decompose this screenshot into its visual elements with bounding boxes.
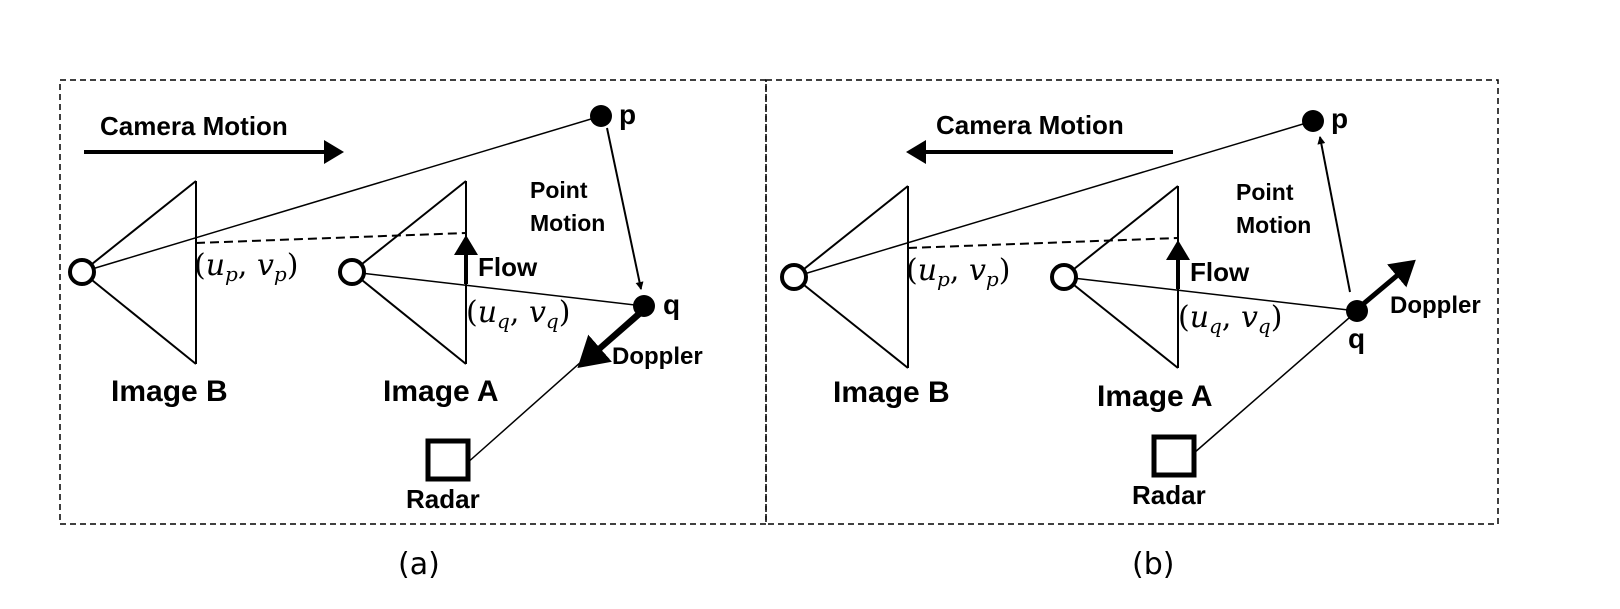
ray-a-to-q <box>351 271 645 307</box>
doppler-label: Doppler <box>1390 292 1481 319</box>
coord-q: (uq, vq) <box>466 295 570 333</box>
panel-a-frame <box>59 79 767 525</box>
doppler-arrow <box>577 307 646 368</box>
radar-line-of-sight <box>1193 310 1358 454</box>
camera-b-frustum-bottom <box>81 271 197 365</box>
doppler-arrow <box>1360 259 1416 307</box>
caption-a: (a) <box>398 547 440 582</box>
image-b-label: Image B <box>111 375 228 408</box>
point-p-label: p <box>619 99 636 130</box>
caption-b: (b) <box>1132 547 1174 582</box>
camera-a-center <box>1050 263 1078 291</box>
coord-q: (uq, vq) <box>1178 300 1282 338</box>
camera-a-center <box>338 258 366 286</box>
radar-label: Radar <box>406 484 480 514</box>
ray-a-to-q <box>1063 276 1358 312</box>
point-p <box>1302 110 1324 132</box>
radar-box <box>425 438 471 482</box>
projection-dashed-line <box>195 232 467 244</box>
flow-label: Flow <box>1190 257 1250 287</box>
camera-b-frustum-top <box>793 185 909 278</box>
camera-motion-label: Camera Motion <box>936 110 1124 140</box>
point-motion-label-line2: Motion <box>1236 212 1311 238</box>
point-p-label: p <box>1331 103 1348 134</box>
coord-p: (up, vp) <box>906 253 1010 291</box>
radar-box <box>1151 434 1197 478</box>
camera-a-frustum-top <box>351 180 467 273</box>
point-motion-label-line2: Motion <box>530 210 605 236</box>
coord-p: (up, vp) <box>194 248 298 286</box>
camera-a-frustum-bottom <box>351 271 467 365</box>
point-motion-arrow <box>606 127 644 290</box>
point-motion-arrow <box>1317 136 1351 293</box>
doppler-label: Doppler <box>612 343 703 370</box>
point-q-label: q <box>1348 323 1365 354</box>
camera-a-frustum-top <box>1063 185 1179 278</box>
camera-a-frustum-bottom <box>1063 276 1179 369</box>
flow-label: Flow <box>478 252 538 282</box>
image-b-label: Image B <box>833 376 950 409</box>
point-motion-label-line1: Point <box>1236 179 1294 205</box>
image-a-label: Image A <box>1097 380 1213 413</box>
point-p <box>590 105 612 127</box>
ray-b-to-p <box>793 120 1314 278</box>
radar-label: Radar <box>1132 480 1206 510</box>
point-motion-label-line1: Point <box>530 177 588 203</box>
projection-dashed-line <box>907 237 1179 249</box>
panel-b-frame <box>765 79 1499 525</box>
panel-a: Camera Motion Flow p Point Motion q Dopp… <box>68 99 703 582</box>
camera-b-frustum-bottom <box>793 276 909 369</box>
camera-motion-label: Camera Motion <box>100 111 288 141</box>
camera-b-center <box>68 258 96 286</box>
point-q-label: q <box>663 289 680 320</box>
camera-b-center <box>780 263 808 291</box>
image-a-label: Image A <box>383 375 499 408</box>
panel-b: Camera Motion Flow p q Point Motion <box>780 103 1481 582</box>
camera-b-frustum-top <box>81 180 197 273</box>
ray-b-to-p <box>81 115 602 273</box>
